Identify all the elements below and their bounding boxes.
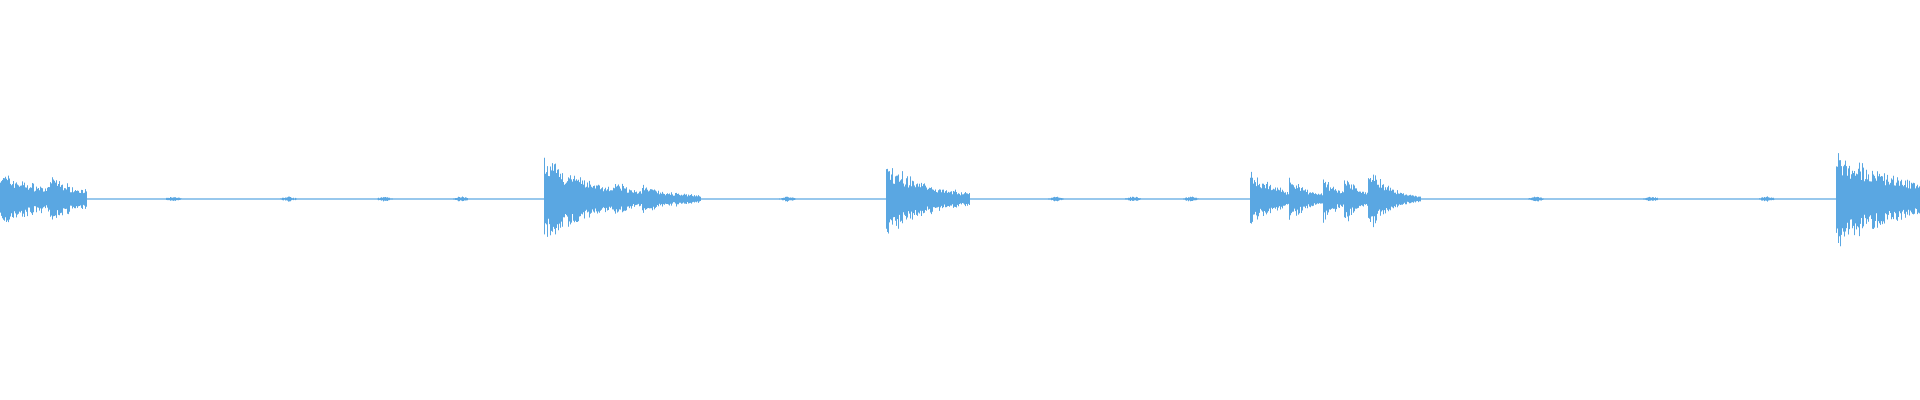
waveform-path [0, 153, 1920, 247]
waveform-peaks [0, 153, 1920, 247]
